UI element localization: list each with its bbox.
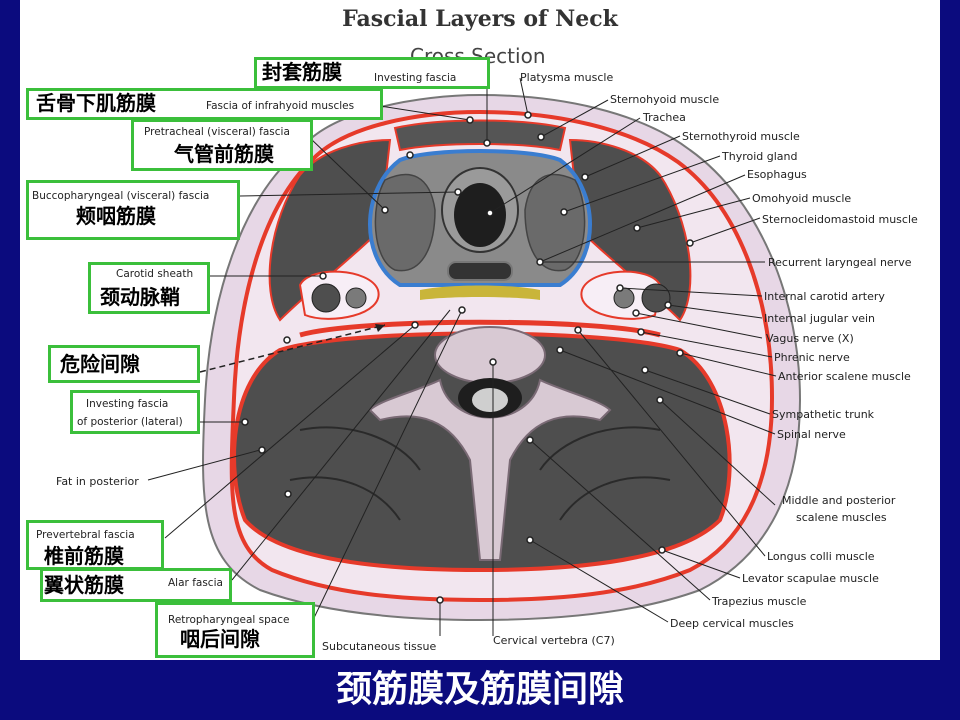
investing-fascia-en: Investing fascia [374, 72, 457, 84]
pretracheal-fascia-en: Pretracheal (visceral) fascia [144, 126, 290, 138]
label-deep-cervical: Deep cervical muscles [670, 617, 794, 630]
label-longus: Longus colli muscle [767, 550, 875, 563]
alar-fascia-zh: 翼状筋膜 [44, 573, 124, 597]
infrahyoid-fascia-box [26, 88, 383, 120]
left-ica [345, 287, 367, 309]
posterior-investing-box [70, 390, 200, 434]
spinal-cord [472, 388, 508, 412]
label-dots [241, 111, 694, 604]
esophagus [447, 261, 513, 281]
buccopharyngeal-fascia-en: Buccopharyngeal (visceral) fascia [32, 190, 210, 202]
deep-muscle-lines [289, 426, 671, 521]
retropharyngeal-space-zh: 咽后间隙 [180, 627, 260, 651]
label-cervical-vertebra: Cervical vertebra (C7) [493, 634, 615, 647]
carotid-sheath-box [88, 262, 210, 314]
thyroid-left [374, 173, 436, 272]
danger-space-arrowhead [375, 324, 385, 332]
investing-fascia-zh: 封套筋膜 [262, 60, 342, 84]
danger-space-box [48, 345, 200, 383]
buccopharyngeal-fascia-zh: 颊咽筋膜 [76, 204, 156, 228]
label-sympathetic: Sympathetic trunk [772, 408, 875, 421]
label-thyroid: Thyroid gland [722, 150, 798, 163]
infrahyoid-fascia-en: Fascia of infrahyoid muscles [206, 100, 355, 112]
pretracheal-fascia-box [131, 119, 313, 171]
investing-fascia-box [254, 57, 490, 89]
label-platysma: Platysma muscle [520, 71, 614, 84]
alar-fascia [299, 319, 661, 338]
label-subcutaneous: Subcutaneous tissue [322, 640, 437, 653]
label-scalene-muscles: scalene muscles [796, 511, 887, 524]
buccopharyngeal-fascia [420, 285, 540, 300]
trachea-lumen [454, 183, 506, 247]
posterior-investing-en1: Investing fascia [86, 398, 169, 410]
label-trachea: Trachea [643, 111, 686, 124]
carotid-sheath-en: Carotid sheath [116, 268, 194, 280]
label-levator: Levator scapulae muscle [742, 572, 879, 585]
label-spinal: Spinal nerve [777, 428, 846, 441]
label-sternothyroid: Sternothyroid muscle [682, 130, 800, 143]
label-middle-posterior: Middle and posterior [782, 494, 896, 507]
label-sternohyoid: Sternohyoid muscle [610, 93, 720, 106]
right-ica [613, 287, 635, 309]
prevertebral-fascia-box [26, 520, 164, 570]
vertebral-body [434, 326, 546, 384]
vertebral-arch [368, 378, 612, 561]
alar-fascia-box [40, 568, 232, 602]
label-phrenic: Phrenic nerve [774, 351, 850, 364]
buccopharyngeal-fascia-box [26, 180, 240, 240]
label-vagus: Vagus nerve (X) [766, 332, 854, 345]
pretracheal-fascia-zh: 气管前筋膜 [174, 142, 274, 166]
label-omohyoid: Omohyoid muscle [752, 192, 852, 205]
carotid-sheath-zh: 颈动脉鞘 [100, 285, 180, 309]
posterior-investing-en2: of posterior (lateral) [77, 416, 183, 428]
retropharyngeal-space-box [155, 602, 315, 658]
infrahyoid-fascia-zh: 舌骨下肌筋膜 [36, 91, 156, 115]
label-ijv: Internal jugular vein [764, 312, 875, 325]
label-recurrent: Recurrent laryngeal nerve [768, 256, 912, 269]
strap-muscles [393, 119, 567, 152]
prevertebral-fascia-zh: 椎前筋膜 [44, 544, 124, 568]
danger-space-zh: 危险间隙 [60, 352, 140, 376]
label-scm: Sternocleidomastoid muscle [762, 213, 918, 226]
retropharyngeal-space-en: Retropharyngeal space [168, 614, 290, 626]
label-trapezius: Trapezius muscle [712, 595, 807, 608]
prevertebral-fascia-en: Prevertebral fascia [36, 529, 135, 541]
label-ica: Internal carotid artery [764, 290, 885, 303]
neck-cross-section-diagram [147, 72, 802, 636]
diagram-title: Fascial Layers of Neck [342, 6, 618, 32]
alar-fascia-en: Alar fascia [168, 577, 223, 589]
right-ijv [641, 283, 671, 313]
danger-space-arrow [199, 324, 386, 373]
bottom-title: 颈筋膜及筋膜间隙 [335, 669, 624, 710]
leader-lines [147, 72, 777, 636]
left-ijv [311, 283, 341, 313]
label-esophagus: Esophagus [747, 168, 807, 181]
label-anterior-scalene: Anterior scalene muscle [778, 370, 911, 383]
label-fat-posterior: Fat in posterior [56, 475, 139, 488]
